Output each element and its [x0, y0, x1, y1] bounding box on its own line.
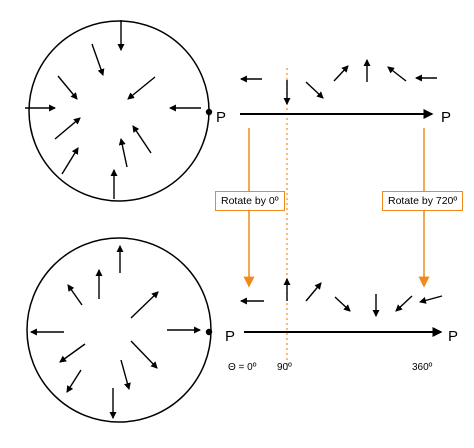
field-arrow [54, 117, 81, 140]
field-arrow [130, 340, 158, 369]
bottom-point-p [205, 328, 213, 336]
rotation-arrow [418, 295, 443, 304]
rotate-0-box: Rotate by 0º [215, 191, 285, 211]
rotation-arrow [387, 66, 407, 82]
field-arrow [59, 343, 86, 363]
field-arrow [120, 359, 131, 391]
tick-360-label: 360º [412, 362, 433, 373]
field-arrow [91, 43, 105, 76]
bottom-rotation-arrows [239, 277, 443, 318]
rotation-arrow [305, 282, 322, 302]
tick-90-label: 90º [277, 362, 292, 373]
top-sphere-field [25, 20, 201, 199]
top-point-p [205, 108, 213, 116]
rotation-arrow [395, 295, 413, 312]
field-arrow [57, 75, 78, 100]
field-arrow [130, 291, 159, 319]
field-arrow [67, 284, 83, 306]
bottom-sphere-field [29, 244, 202, 420]
field-arrow [66, 369, 82, 393]
field-arrow [132, 125, 152, 154]
rotation-arrow [333, 65, 349, 82]
field-arrow [118, 137, 128, 168]
p-label-bottom-left: P [225, 328, 235, 345]
p-label-top-left: P [216, 109, 226, 126]
rotation-arrow [334, 296, 351, 312]
p-label-top-right: P [441, 109, 451, 126]
rotate-720-box: Rotate by 720º [382, 191, 464, 211]
p-label-bottom-right: P [448, 328, 458, 345]
field-arrow [127, 76, 156, 100]
theta-zero-label: Θ = 0º [228, 362, 257, 373]
field-arrow [61, 147, 79, 175]
rotation-arrow [305, 81, 324, 99]
top-sphere [28, 20, 210, 202]
top-rotation-arrows [239, 58, 437, 106]
